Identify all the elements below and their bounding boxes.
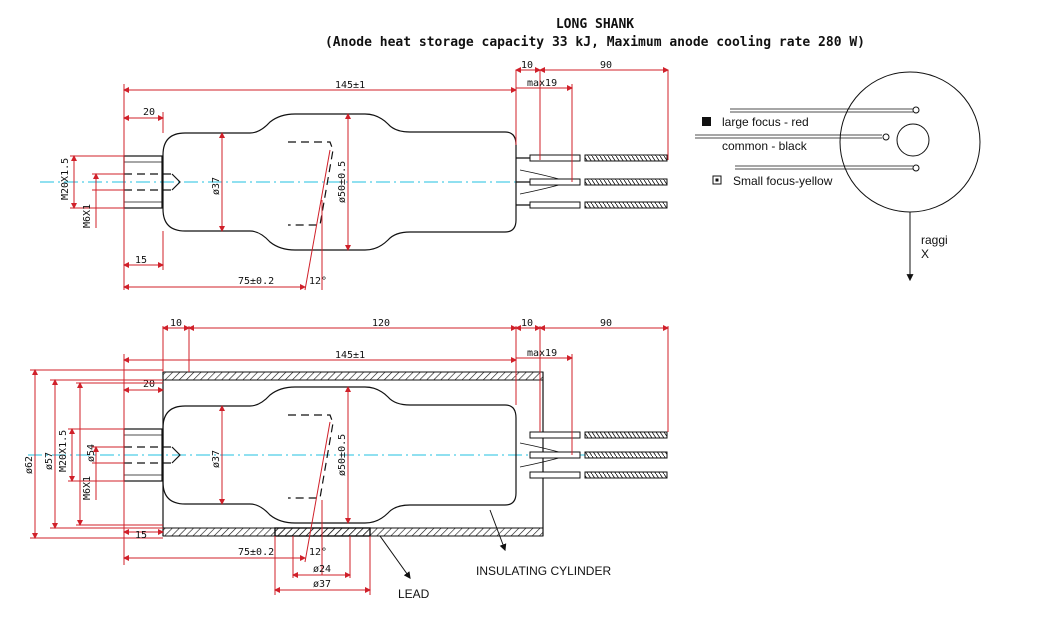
dim-inner-thread: M6X1 (82, 204, 93, 228)
dim-left-10: 10 (170, 318, 182, 329)
dim-right-10: 10 (521, 318, 533, 329)
cable-common (584, 178, 668, 186)
dim-focal-2: 75±0.2 (238, 547, 274, 558)
dim-54: ø54 (86, 444, 97, 462)
cable-small-focus (584, 201, 668, 209)
dim-left-15-2: 15 (135, 530, 147, 541)
dim-flange: 20 (143, 107, 155, 118)
dim-body-dia: ø37 (211, 177, 222, 195)
dim-wire-gap: 10 (521, 60, 533, 71)
dim-left-15: 15 (135, 255, 147, 266)
anode-outline-2 (288, 414, 334, 499)
drawing-subtitle: (Anode heat storage capacity 33 kJ, Maxi… (324, 35, 866, 50)
dim-max-dia-2: ø50±0.5 (337, 434, 348, 476)
dim-window-24: ø24 (313, 564, 331, 575)
label-rays: raggi (921, 233, 948, 247)
dim-inner-thread-2: M6X1 (82, 476, 93, 500)
dim-outer-dia: ø62 (24, 456, 35, 474)
label-small-focus: Small focus-yellow (733, 174, 833, 188)
dim-angle-2: 12° (309, 547, 327, 558)
tube-envelope-2 (162, 386, 517, 524)
anode-circle (896, 123, 930, 157)
large-focus-marker (702, 117, 711, 126)
dim-overall: 145±1 (335, 80, 365, 91)
end-view: large focus - red common - black Small f… (695, 71, 981, 282)
insulating-cylinder-top (162, 371, 544, 381)
label-insulating-cylinder: INSULATING CYLINDER (476, 564, 611, 578)
dim-flange-2: 20 (143, 379, 155, 390)
dim-body-dia-2: ø37 (211, 450, 222, 468)
bottom-view: 10 120 10 90 145±1 max19 20 ø62 ø57 M20X… (24, 318, 669, 601)
tube-envelope (162, 113, 517, 251)
dim-max-dia: ø50±0.5 (337, 161, 348, 203)
dim-thread: M20X1.5 (60, 158, 71, 200)
dim-mid-120: 120 (372, 318, 390, 329)
label-large-focus: large focus - red (722, 115, 809, 129)
dim-max-2: max19 (527, 348, 557, 359)
dim-cable: 90 (600, 60, 612, 71)
cable-large-focus (584, 154, 668, 162)
dim-overall-2: 145±1 (335, 350, 365, 361)
dim-max: max19 (527, 78, 557, 89)
dim-angle: 12° (309, 276, 327, 287)
drawing-title: LONG SHANK (555, 17, 635, 32)
dim-thread-2: M20X1.5 (58, 430, 69, 472)
anode-outline (288, 141, 334, 226)
top-view: 145±1 10 90 max19 20 M20X1.5 M6X1 ø37 ø5… (40, 60, 669, 291)
dim-window-37: ø37 (313, 579, 331, 590)
label-rays-axis: X (921, 247, 929, 261)
label-common: common - black (722, 139, 808, 153)
dim-focal: 75±0.2 (238, 276, 274, 287)
dim-57: ø57 (44, 452, 55, 470)
dim-cable-2: 90 (600, 318, 612, 329)
label-lead: LEAD (398, 587, 430, 601)
tube-circle (839, 71, 981, 213)
